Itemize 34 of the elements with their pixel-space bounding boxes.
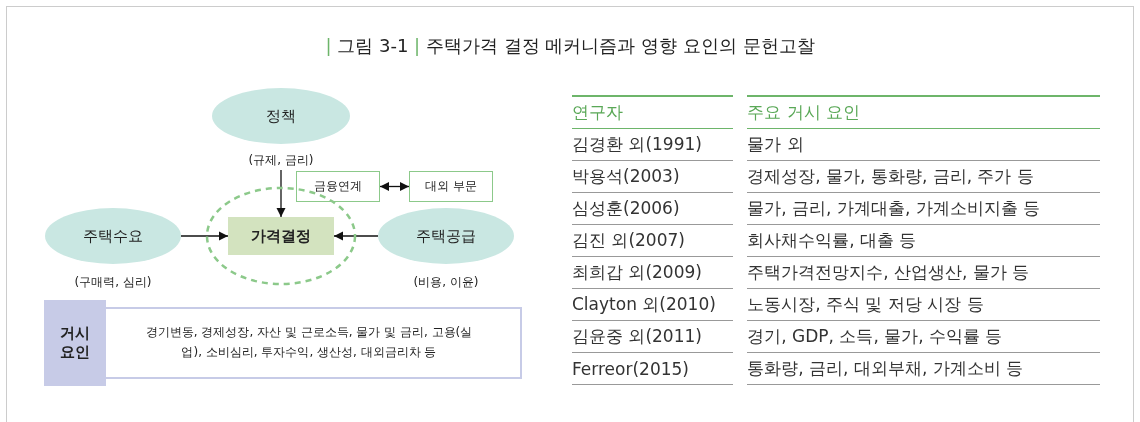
table-cell: 김경환 외(1991) <box>572 128 741 161</box>
caption-text: (구매력, 심리) <box>73 274 153 291</box>
figure-title: | 그림 3-1 | 주택가격 결정 메커니즘과 영향 요인의 문헌고찰 <box>324 34 816 58</box>
table-cell: 회사채수익률, 대출 등 <box>740 224 1100 257</box>
table-cell: 통화량, 금리, 대외부채, 가계소비 등 <box>740 352 1100 385</box>
header-label: 거시 요인 <box>44 300 106 386</box>
table-header-cell: 주요 거시 요인 <box>740 96 1100 129</box>
ellipse-node: 주택공급 <box>378 208 514 264</box>
arrow <box>379 181 410 192</box>
table-header-cell: 연구자 <box>572 96 741 129</box>
table-cell: 심성훈(2006) <box>572 192 741 225</box>
table-cell: Clayton 외(2010) <box>572 288 741 321</box>
arrow <box>180 231 229 241</box>
table-cell: 경제성장, 물가, 통화량, 금리, 주가 등 <box>740 160 1100 193</box>
table-cell: 김윤중 외(2011) <box>572 320 741 353</box>
label-box: 금융연계 <box>296 171 380 202</box>
table-cell: 물가 외 <box>740 128 1100 161</box>
table-cell: 물가, 금리, 가계대출, 가계소비지출 등 <box>740 192 1100 225</box>
table-cell: 경기, GDP, 소득, 물가, 수익률 등 <box>740 320 1100 353</box>
table-cell: Ferreor(2015) <box>572 352 741 385</box>
ellipse-node: 주택수요 <box>45 208 181 264</box>
arrow <box>333 231 379 241</box>
table-cell: 주택가격전망지수, 산업생산, 물가 등 <box>740 256 1100 289</box>
table-cell: 최희갑 외(2009) <box>572 256 741 289</box>
table-cell: 노동시장, 주식 및 저당 시장 등 <box>740 288 1100 321</box>
body-text: 경기변동, 경제성장, 자산 및 근로소득, 물가 및 금리, 고용(실업), 소비심리, 투자수익, 생산성, 대외금리차 등 <box>144 324 474 361</box>
label-box: 대외 부문 <box>409 171 493 202</box>
ellipse-node: 정책 <box>212 88 350 144</box>
table-cell: 김진 외(2007) <box>572 224 741 257</box>
arrow <box>276 169 286 218</box>
caption-text: (규제, 금리) <box>247 152 315 169</box>
table-cell: 박용석(2003) <box>572 160 741 193</box>
process-box: 가격결정 <box>228 217 334 255</box>
caption-text: (비용, 이윤) <box>412 274 480 291</box>
